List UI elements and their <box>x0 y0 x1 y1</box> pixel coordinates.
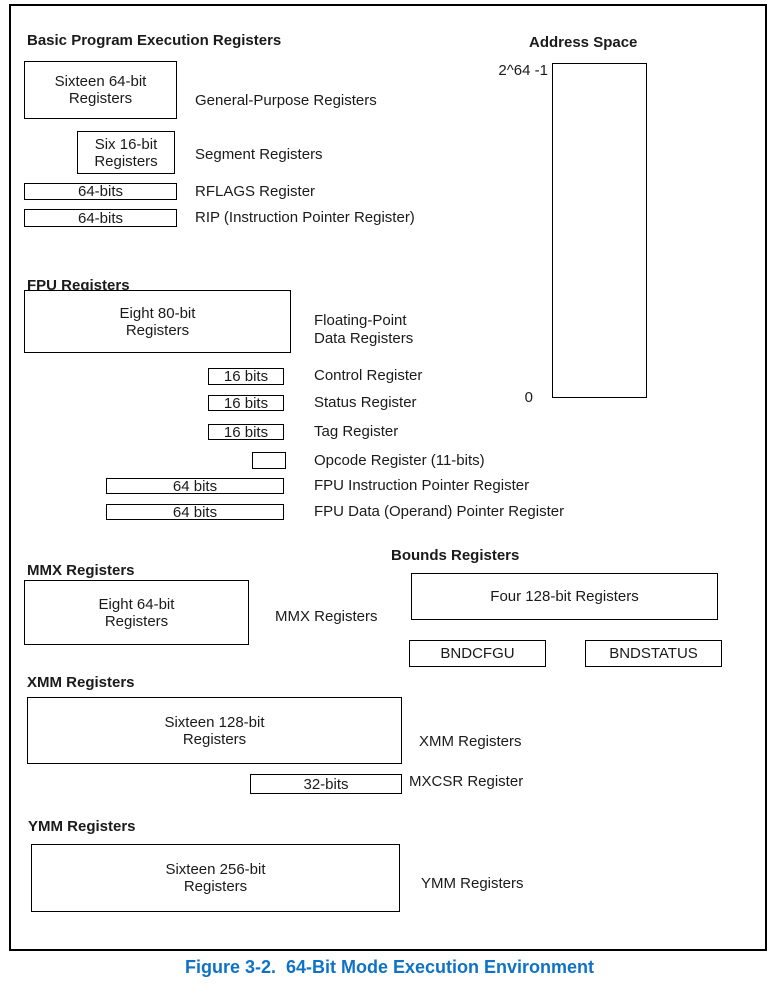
heading-basic-program-execution-registers: Basic Program Execution Registers <box>27 32 282 49</box>
label-xmm-registers: XMM Registers <box>419 733 522 750</box>
box-fpu-data-operand-pointer-register: 64 bits <box>106 504 284 521</box>
label-fpu-control-register: Control Register <box>314 367 423 384</box>
label-rip-register: RIP (Instruction Pointer Register) <box>195 209 415 226</box>
figure-border <box>9 4 767 951</box>
box-bndstatus: BNDSTATUS <box>585 640 722 667</box>
label-ymm-registers: YMM Registers <box>421 875 524 892</box>
label-fpu-tag-register: Tag Register <box>314 423 399 440</box>
heading-fpu-registers: FPU Registers <box>27 277 130 294</box>
box-general-purpose-registers: Sixteen 64-bit Registers <box>24 61 177 119</box>
label-floating-point-data-registers: Floating-Point Data Registers <box>314 312 414 347</box>
label-mmx-registers: MMX Registers <box>275 608 378 625</box>
box-rip-register: 64-bits <box>24 209 177 227</box>
heading-bounds-registers: Bounds Registers <box>391 547 520 564</box>
box-xmm-registers: Sixteen 128-bit Registers <box>27 697 402 764</box>
box-fpu-instruction-pointer-register: 64 bits <box>106 478 284 495</box>
address-space-top-label: 2^64 -1 <box>498 62 548 79</box>
box-segment-registers: Six 16-bit Registers <box>77 131 175 174</box>
box-fpu-control-register: 16 bits <box>208 368 284 385</box>
label-general-purpose-registers: General-Purpose Registers <box>195 92 377 109</box>
label-fpu-status-register: Status Register <box>314 394 417 411</box>
box-bndcfgu: BNDCFGU <box>409 640 546 667</box>
label-rflags-register: RFLAGS Register <box>195 183 316 200</box>
label-fpu-instruction-pointer-register: FPU Instruction Pointer Register <box>314 477 530 494</box>
heading-xmm-registers: XMM Registers <box>27 674 135 691</box>
box-fpu-opcode-register <box>252 452 286 469</box>
box-fpu-status-register: 16 bits <box>208 395 284 412</box>
address-space-bottom-label: 0 <box>524 389 533 406</box>
box-bounds-registers: Four 128-bit Registers <box>411 573 718 620</box>
heading-address-space: Address Space <box>529 34 638 51</box>
box-mmx-registers: Eight 64-bit Registers <box>24 580 249 645</box>
box-fpu-tag-register: 16 bits <box>208 424 284 441</box>
box-mxcsr-register: 32-bits <box>250 774 402 794</box>
address-space-box <box>552 63 647 398</box>
label-mxcsr-register: MXCSR Register <box>409 773 524 790</box>
label-segment-registers: Segment Registers <box>195 146 323 163</box>
heading-ymm-registers: YMM Registers <box>28 818 136 835</box>
box-rflags-register: 64-bits <box>24 183 177 200</box>
box-floating-point-data-registers: Eight 80-bit Registers <box>24 290 291 353</box>
box-ymm-registers: Sixteen 256-bit Registers <box>31 844 400 912</box>
heading-mmx-registers: MMX Registers <box>27 562 135 579</box>
label-fpu-data-operand-pointer-register: FPU Data (Operand) Pointer Register <box>314 503 565 520</box>
figure-caption: Figure 3-2. 64-Bit Mode Execution Enviro… <box>184 957 595 977</box>
label-fpu-opcode-register: Opcode Register (11-bits) <box>314 452 485 469</box>
